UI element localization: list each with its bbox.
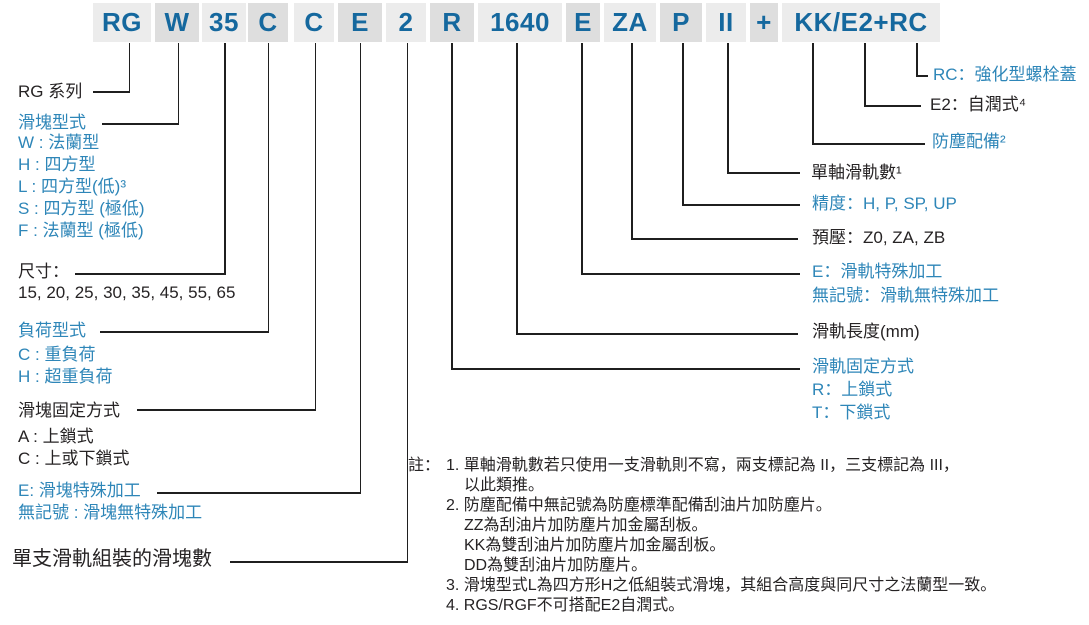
- legend-rail-mounting-option: R：上鎖式: [812, 380, 893, 399]
- legend-block-mounting-option: C : 上或下鎖式: [18, 449, 130, 468]
- code-segment-e1: E: [338, 3, 382, 42]
- legend-blocks-per-rail-title: 單支滑軌組裝的滑塊數: [12, 548, 212, 570]
- legend-block-type-option: F : 法蘭型 (極低): [18, 221, 144, 240]
- legend-block-type-option: H : 四方型: [18, 155, 96, 174]
- code-segment-w: W: [155, 3, 199, 42]
- legend-preload-title: 預壓：Z0, ZA, ZB: [812, 228, 946, 247]
- code-segment-kk-e2-rc: KK/E2+RC: [782, 3, 940, 42]
- connector-line: [100, 331, 269, 333]
- connector-line: [516, 333, 798, 335]
- note-line: 2. 防塵配備中無記號為防塵標準配備刮油片加防塵片。: [446, 497, 832, 514]
- connector-line: [727, 172, 800, 174]
- code-segment-rg: RG: [93, 3, 151, 42]
- legend-rails-per-axis-title: 單軸滑軌數¹: [811, 163, 902, 182]
- note-line: 3. 滑塊型式L為四方形H之低組裝式滑塊，其組合高度與同尺寸之法蘭型一致。: [446, 577, 997, 594]
- connector-line: [224, 43, 226, 275]
- connector-line: [682, 204, 800, 206]
- legend-block-machining-option: 無記號 : 滑塊無特殊加工: [18, 503, 203, 522]
- code-segment-plus: +: [750, 3, 778, 42]
- code-segment-2: 2: [386, 3, 426, 42]
- connector-line: [581, 273, 800, 275]
- legend-load-type-option: C : 重負荷: [18, 345, 96, 364]
- note-line: DD為雙刮油片加防塵片。: [464, 557, 648, 574]
- connector-line: [157, 492, 361, 494]
- legend-self-lubricating-title: E2：自潤式⁴: [930, 95, 1027, 114]
- connector-line: [864, 43, 866, 107]
- legend-load-type-title: 負荷型式: [18, 321, 86, 340]
- code-segment-1640: 1640: [478, 3, 562, 42]
- legend-block-type-option: L : 四方型(低)³: [18, 177, 126, 196]
- connector-line: [812, 143, 925, 145]
- connector-line: [137, 409, 316, 411]
- connector-line: [102, 123, 179, 125]
- note-line: KK為雙刮油片加防塵片加金屬刮板。: [464, 537, 726, 554]
- code-segment-r: R: [430, 3, 474, 42]
- code-segment-c1: C: [248, 3, 288, 42]
- connector-line: [631, 238, 798, 240]
- connector-line: [406, 43, 408, 563]
- code-segment-c2: C: [294, 3, 334, 42]
- connector-line: [864, 105, 921, 107]
- connector-line: [451, 43, 453, 370]
- legend-rail-length-title: 滑軌長度(mm): [812, 322, 920, 341]
- legend-rail-mounting-option: T：下鎖式: [812, 403, 891, 422]
- note-line: 1. 單軸滑軌數若只使用一支滑軌則不寫，兩支標記為 II，三支標記為 III，: [446, 457, 959, 474]
- connector-line: [516, 43, 518, 335]
- connector-line: [267, 43, 269, 333]
- connector-line: [812, 43, 814, 145]
- legend-rail-mounting-title: 滑軌固定方式: [812, 357, 914, 376]
- notes-prefix: 註：: [408, 457, 441, 474]
- connector-line: [631, 43, 633, 240]
- note-line: 4. RGS/RGF不可搭配E2自潤式。: [446, 597, 685, 614]
- legend-block-type-option: W : 法蘭型: [18, 133, 100, 152]
- legend-series-title: RG 系列: [18, 82, 83, 101]
- connector-line: [75, 273, 226, 275]
- legend-rail-machining-option: 無記號：滑軌無特殊加工: [812, 286, 999, 305]
- legend-size-values: 15, 20, 25, 30, 35, 45, 55, 65: [18, 283, 236, 302]
- legend-block-machining-title: E: 滑塊特殊加工: [18, 481, 141, 500]
- note-line: ZZ為刮油片加防塵片加金屬刮板。: [464, 517, 708, 534]
- connector-line: [727, 43, 729, 174]
- legend-block-type-option: S : 四方型 (極低): [18, 199, 145, 218]
- code-segment-e2: E: [566, 3, 600, 42]
- connector-line: [916, 75, 928, 77]
- connector-line: [359, 43, 361, 494]
- legend-size-title: 尺寸：: [18, 262, 69, 281]
- connector-line: [314, 43, 316, 411]
- connector-line: [128, 43, 130, 93]
- connector-line: [916, 43, 918, 77]
- legend-accuracy-title: 精度：H, P, SP, UP: [812, 194, 957, 213]
- code-segment-ii: II: [706, 3, 746, 42]
- code-segment-za: ZA: [604, 3, 656, 42]
- legend-block-mounting-option: A : 上鎖式: [18, 427, 94, 446]
- connector-line: [682, 43, 684, 206]
- connector-line: [93, 91, 130, 93]
- legend-block-mounting-title: 滑塊固定方式: [18, 401, 120, 420]
- legend-block-type-title: 滑塊型式: [18, 113, 86, 132]
- legend-load-type-option: H : 超重負荷: [18, 367, 113, 386]
- connector-line: [581, 43, 583, 275]
- legend-dust-protection-title: 防塵配備²: [932, 132, 1006, 151]
- legend-bolt-cap-title: RC：強化型螺栓蓋: [933, 65, 1077, 84]
- connector-line: [451, 368, 800, 370]
- code-segment-p: P: [660, 3, 702, 42]
- connector-line: [177, 43, 179, 125]
- connector-line: [230, 561, 408, 563]
- note-line: 以此類推。: [464, 477, 545, 494]
- code-segment-35: 35: [202, 3, 246, 42]
- legend-rail-machining-title: E：滑軌特殊加工: [812, 262, 943, 281]
